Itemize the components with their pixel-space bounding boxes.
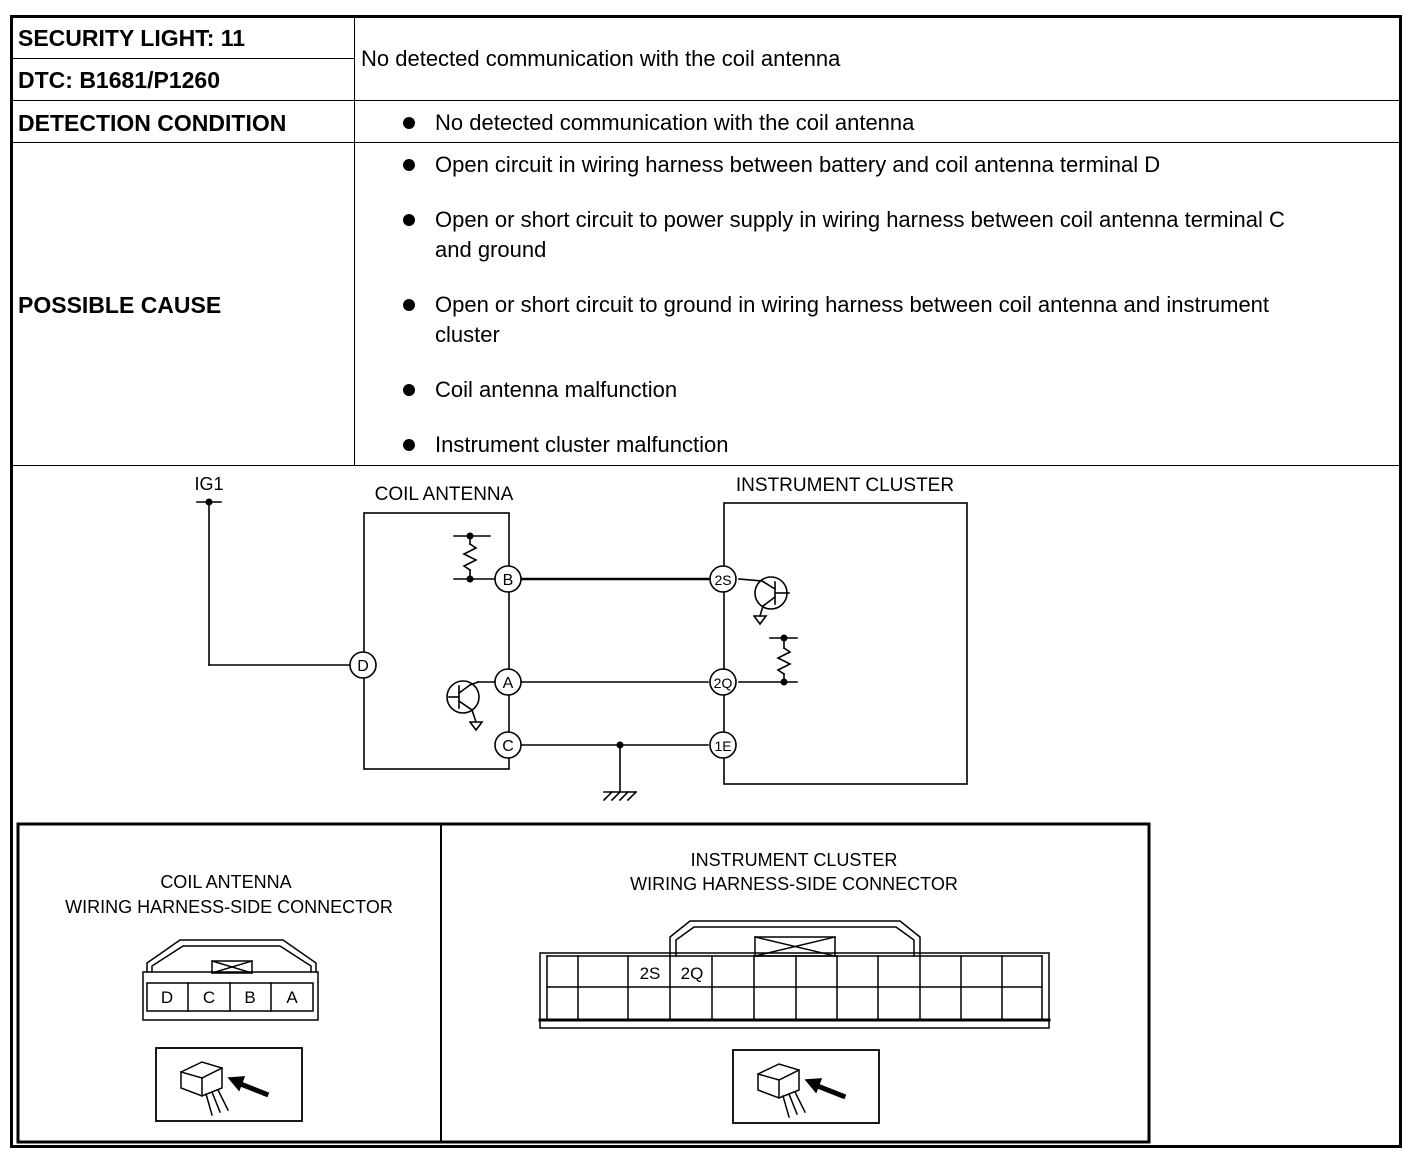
cause-item: Coil antenna malfunction [435, 377, 678, 402]
junction-dots [205, 498, 788, 749]
coil-antenna-label: COIL ANTENNA [375, 484, 514, 505]
cause-item: Instrument cluster malfunction [435, 432, 729, 457]
security-light-label: SECURITY LIGHT: 11 [18, 25, 246, 51]
cluster-view-direction-icon [732, 1049, 880, 1124]
coil-pin-c: C [203, 988, 215, 1007]
row-divider-cause [12, 465, 1402, 466]
cause-item: Open or short circuit to ground in wirin… [435, 292, 1270, 347]
coil-pin-a: A [286, 988, 298, 1007]
coil-view-direction-icon [155, 1047, 303, 1122]
bullet [403, 159, 415, 171]
terminal-circles [349, 565, 737, 759]
coil-pin-b: B [244, 988, 255, 1007]
coil-pin-d: D [161, 988, 173, 1007]
terminal-2s: 2S [714, 572, 731, 588]
cluster-pin-2q: 2Q [681, 964, 704, 983]
terminal-labels: B D A C 2S 2Q 1E [357, 572, 732, 755]
dtc-description: No detected communication with the coil … [361, 46, 841, 71]
dtc-label: DTC: B1681/P1260 [18, 67, 220, 93]
bullet [403, 384, 415, 396]
possible-cause-label: POSSIBLE CAUSE [18, 292, 222, 318]
row-divider-dtc [12, 100, 1402, 101]
bullet [403, 117, 415, 129]
terminal-c: C [502, 738, 514, 755]
ig1-label: IG1 [194, 474, 223, 494]
row-divider-detection [12, 142, 1402, 143]
terminal-1e: 1E [714, 738, 731, 754]
row-divider-security [12, 58, 354, 59]
cluster-pin-2s: 2S [640, 964, 661, 983]
terminal-2q: 2Q [714, 675, 733, 691]
cause-item: Open or short circuit to power supply in… [435, 207, 1285, 262]
bullet [403, 439, 415, 451]
table-column-divider [354, 16, 355, 465]
detection-item: No detected communication with the coil … [435, 110, 915, 135]
instrument-cluster-label: INSTRUMENT CLUSTER [736, 475, 954, 496]
cause-item: Open circuit in wiring harness between b… [435, 152, 1161, 177]
bullet [403, 299, 415, 311]
bullet [403, 214, 415, 226]
terminal-a: A [503, 675, 514, 692]
schematic [196, 501, 968, 802]
page-frame [10, 15, 1402, 1148]
connector-panel [16, 822, 1151, 1144]
coil-connector-shape [142, 939, 319, 1021]
terminal-d: D [357, 658, 369, 675]
coil-connector-title-1: COIL ANTENNA [160, 872, 291, 892]
coil-connector-title-2: WIRING HARNESS-SIDE CONNECTOR [65, 897, 393, 917]
cluster-connector-title-2: WIRING HARNESS-SIDE CONNECTOR [630, 874, 958, 894]
cluster-connector-title-1: INSTRUMENT CLUSTER [691, 850, 898, 870]
terminal-b: B [503, 572, 514, 589]
detection-condition-label: DETECTION CONDITION [18, 110, 287, 136]
cluster-connector-pins: 2S 2Q [640, 964, 704, 983]
coil-connector-pins: D C B A [161, 988, 298, 1007]
cluster-connector-shape [538, 920, 1051, 1029]
